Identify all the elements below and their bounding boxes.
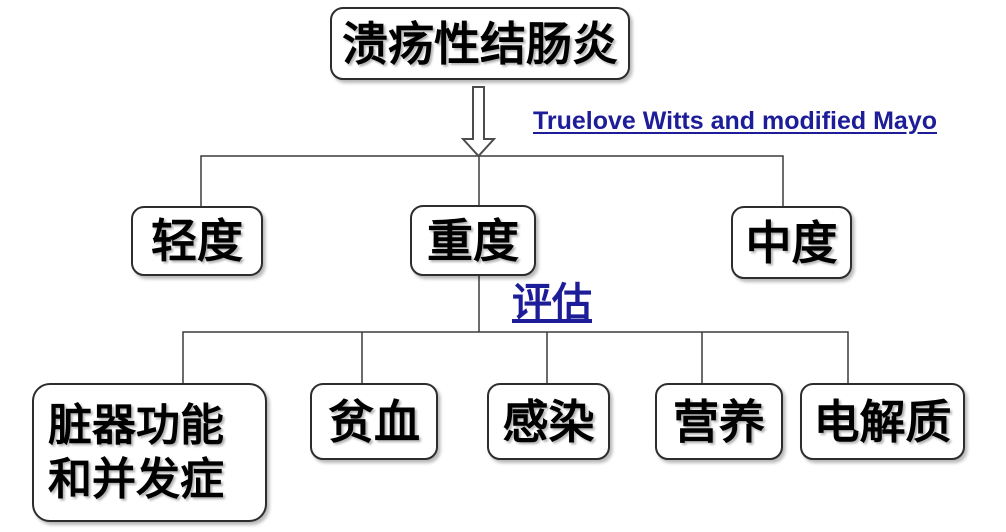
tree-connectors <box>182 155 849 384</box>
node-label: 贫血 <box>328 395 420 448</box>
node-label-line1: 脏器功能 <box>48 400 224 450</box>
node-label: 中度 <box>745 216 838 269</box>
node-mild: 轻度 <box>131 206 263 276</box>
node-label: 营养 <box>673 395 765 448</box>
assessment-label: 评估 <box>512 281 592 325</box>
node-label-line2: 和并发症 <box>48 454 224 504</box>
criteria-note-text: Truelove Witts and modified Mayo <box>533 107 937 135</box>
node-infection: 感染 <box>487 383 610 460</box>
down-arrow-icon <box>460 86 497 158</box>
node-anemia: 贫血 <box>310 383 438 460</box>
node-label: 电解质 <box>813 395 952 448</box>
node-label: 感染 <box>502 395 595 448</box>
node-nutrition: 营养 <box>655 383 783 460</box>
node-label: 重度 <box>427 214 519 267</box>
node-severe: 重度 <box>410 205 536 276</box>
node-label: 溃疡性结肠炎 <box>342 17 618 70</box>
node-ulcerative-colitis: 溃疡性结肠炎 <box>330 7 630 80</box>
node-moderate: 中度 <box>731 206 852 279</box>
node-organ-function-complications: 脏器功能 和并发症 <box>32 383 267 522</box>
node-electrolytes: 电解质 <box>800 383 965 460</box>
node-label: 轻度 <box>151 215 243 267</box>
